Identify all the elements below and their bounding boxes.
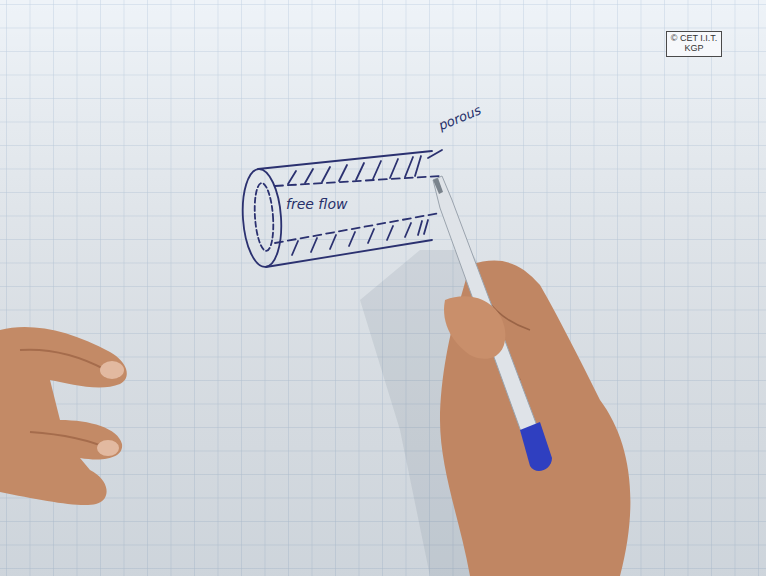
left-hand [0,327,127,505]
pen [433,176,552,471]
thumb [444,296,505,359]
flow-region-label: free flow [286,196,347,212]
porous-tube [240,150,442,268]
watermark-text: © CET I.I.T. KGP [670,33,718,53]
right-hand [440,261,630,576]
copyright-box: © CET I.I.T. KGP [666,31,722,57]
